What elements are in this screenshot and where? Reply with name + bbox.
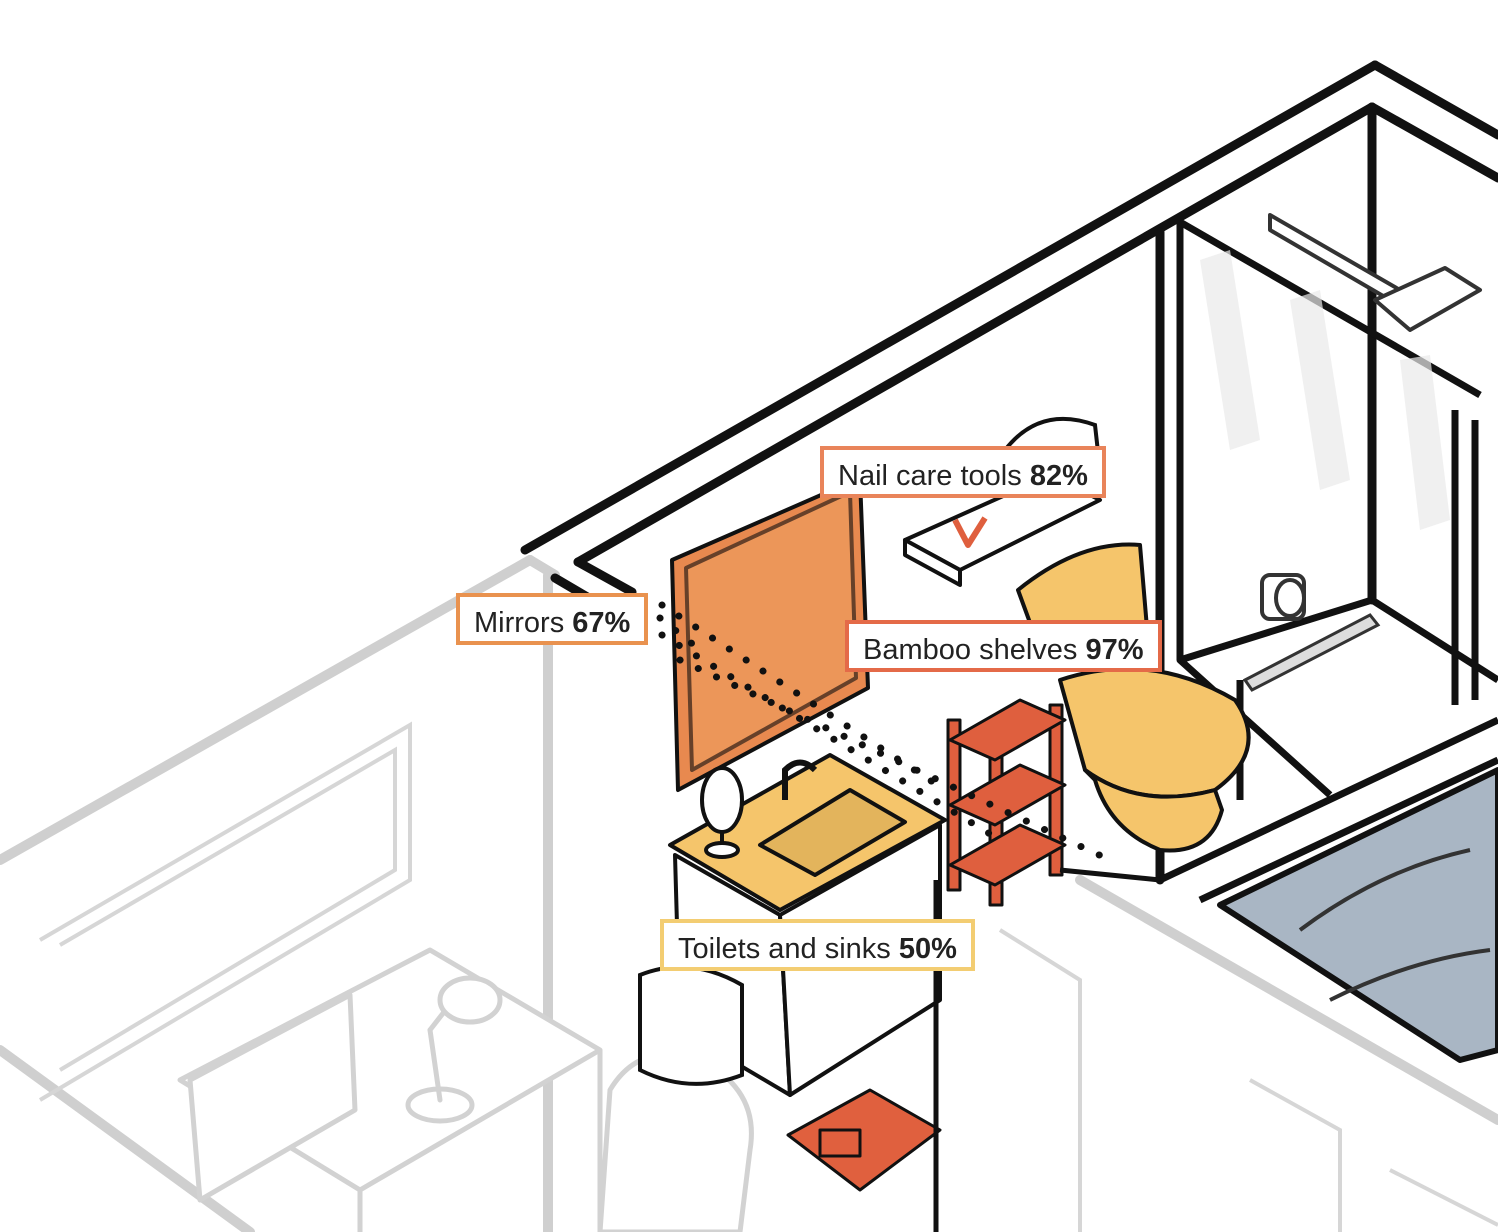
leader-lines bbox=[656, 601, 1114, 864]
callout-value: 50% bbox=[898, 933, 957, 965]
shower-glass bbox=[1200, 250, 1450, 530]
callout-bamboo-shelves: Bamboo shelves 97% bbox=[845, 620, 1162, 672]
mirror bbox=[670, 476, 870, 792]
bamboo-shelves bbox=[946, 698, 1067, 907]
callout-label: Bamboo shelves bbox=[863, 634, 1086, 666]
callout-label: Nail care tools bbox=[838, 460, 1030, 492]
callout-mirrors: Mirrors 67% bbox=[456, 593, 649, 645]
callout-value: 97% bbox=[1085, 634, 1144, 666]
vanity-mirror-stand bbox=[700, 766, 744, 859]
callout-value: 67% bbox=[572, 607, 631, 639]
callout-value: 82% bbox=[1029, 460, 1088, 492]
callout-label: Mirrors bbox=[474, 607, 573, 639]
desk-lamp bbox=[405, 975, 503, 1124]
adjacent-room-walls bbox=[0, 555, 1498, 1232]
toilet-paper-holder bbox=[1260, 573, 1306, 621]
shower-head bbox=[1268, 213, 1482, 332]
faucet bbox=[782, 759, 818, 800]
shower-drain bbox=[1242, 613, 1381, 692]
trash-can bbox=[638, 965, 744, 1086]
bath-mat bbox=[786, 1088, 942, 1192]
desk bbox=[177, 947, 603, 1232]
bathtub bbox=[1217, 767, 1498, 1063]
callout-label: Toilets and sinks bbox=[678, 933, 899, 965]
adjacent-room-details bbox=[38, 721, 1498, 1232]
callout-nail-care-tools: Nail care tools 82% bbox=[820, 446, 1106, 498]
callout-toilets-and-sinks: Toilets and sinks 50% bbox=[660, 919, 975, 971]
